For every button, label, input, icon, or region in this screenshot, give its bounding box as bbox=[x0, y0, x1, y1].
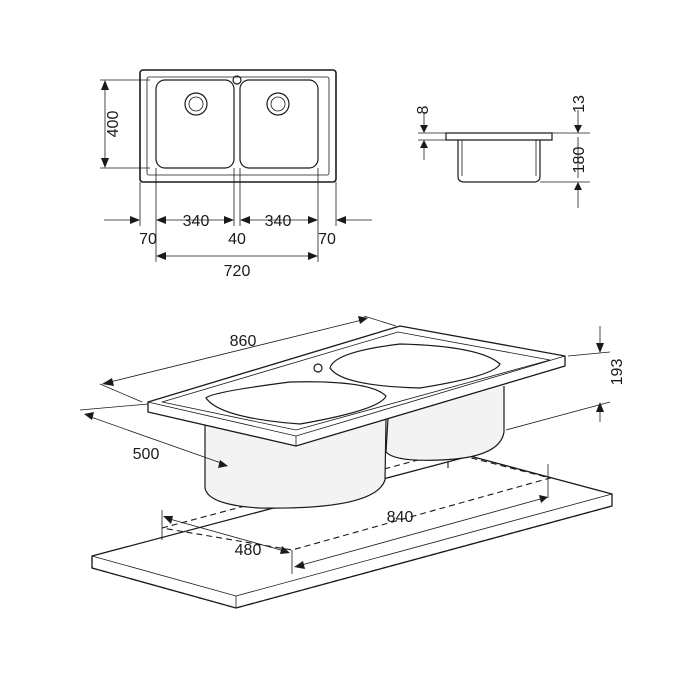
section-lip-label: 8 bbox=[415, 105, 432, 114]
plan-divider-label: 40 bbox=[228, 231, 246, 248]
cutout-outline bbox=[161, 451, 553, 551]
right-bowl-opening bbox=[329, 343, 501, 389]
plan-outer-outline bbox=[139, 69, 337, 183]
section-depth-label: 180 bbox=[571, 147, 588, 174]
left-bowl-opening bbox=[205, 381, 387, 425]
plan-tap-hole bbox=[232, 75, 242, 85]
section-bowl bbox=[457, 140, 541, 183]
width-label: 500 bbox=[133, 446, 160, 463]
section-rim bbox=[445, 132, 553, 141]
left-bowl-body bbox=[204, 417, 387, 509]
right-bowl-body bbox=[385, 386, 505, 461]
cutout-length-label: 840 bbox=[387, 509, 414, 526]
plan-bowl-right-label: 340 bbox=[265, 213, 292, 230]
plan-total-width-label: 720 bbox=[224, 263, 251, 280]
length-label: 860 bbox=[230, 333, 257, 350]
cutout-width-label: 480 bbox=[235, 542, 262, 559]
section-view: 8 13 180 bbox=[415, 95, 590, 208]
plan-height-label: 400 bbox=[105, 111, 122, 138]
plan-right-drain bbox=[266, 92, 290, 116]
tap-hole bbox=[313, 363, 323, 373]
plan-view: 400 340 340 70 40 70 720 bbox=[100, 69, 372, 280]
height-label: 193 bbox=[609, 359, 626, 386]
plan-inner-outline bbox=[146, 76, 330, 176]
plan-left-bowl bbox=[155, 79, 235, 169]
plan-right-bowl bbox=[239, 79, 319, 169]
plan-left-margin-label: 70 bbox=[139, 231, 157, 248]
sink-top bbox=[147, 325, 566, 447]
plan-bowl-left-label: 340 bbox=[183, 213, 210, 230]
perspective-view: 860 500 193 840 480 bbox=[79, 315, 626, 609]
section-top-label: 13 bbox=[571, 95, 588, 113]
plan-left-drain bbox=[184, 92, 208, 116]
plan-right-margin-label: 70 bbox=[318, 231, 336, 248]
